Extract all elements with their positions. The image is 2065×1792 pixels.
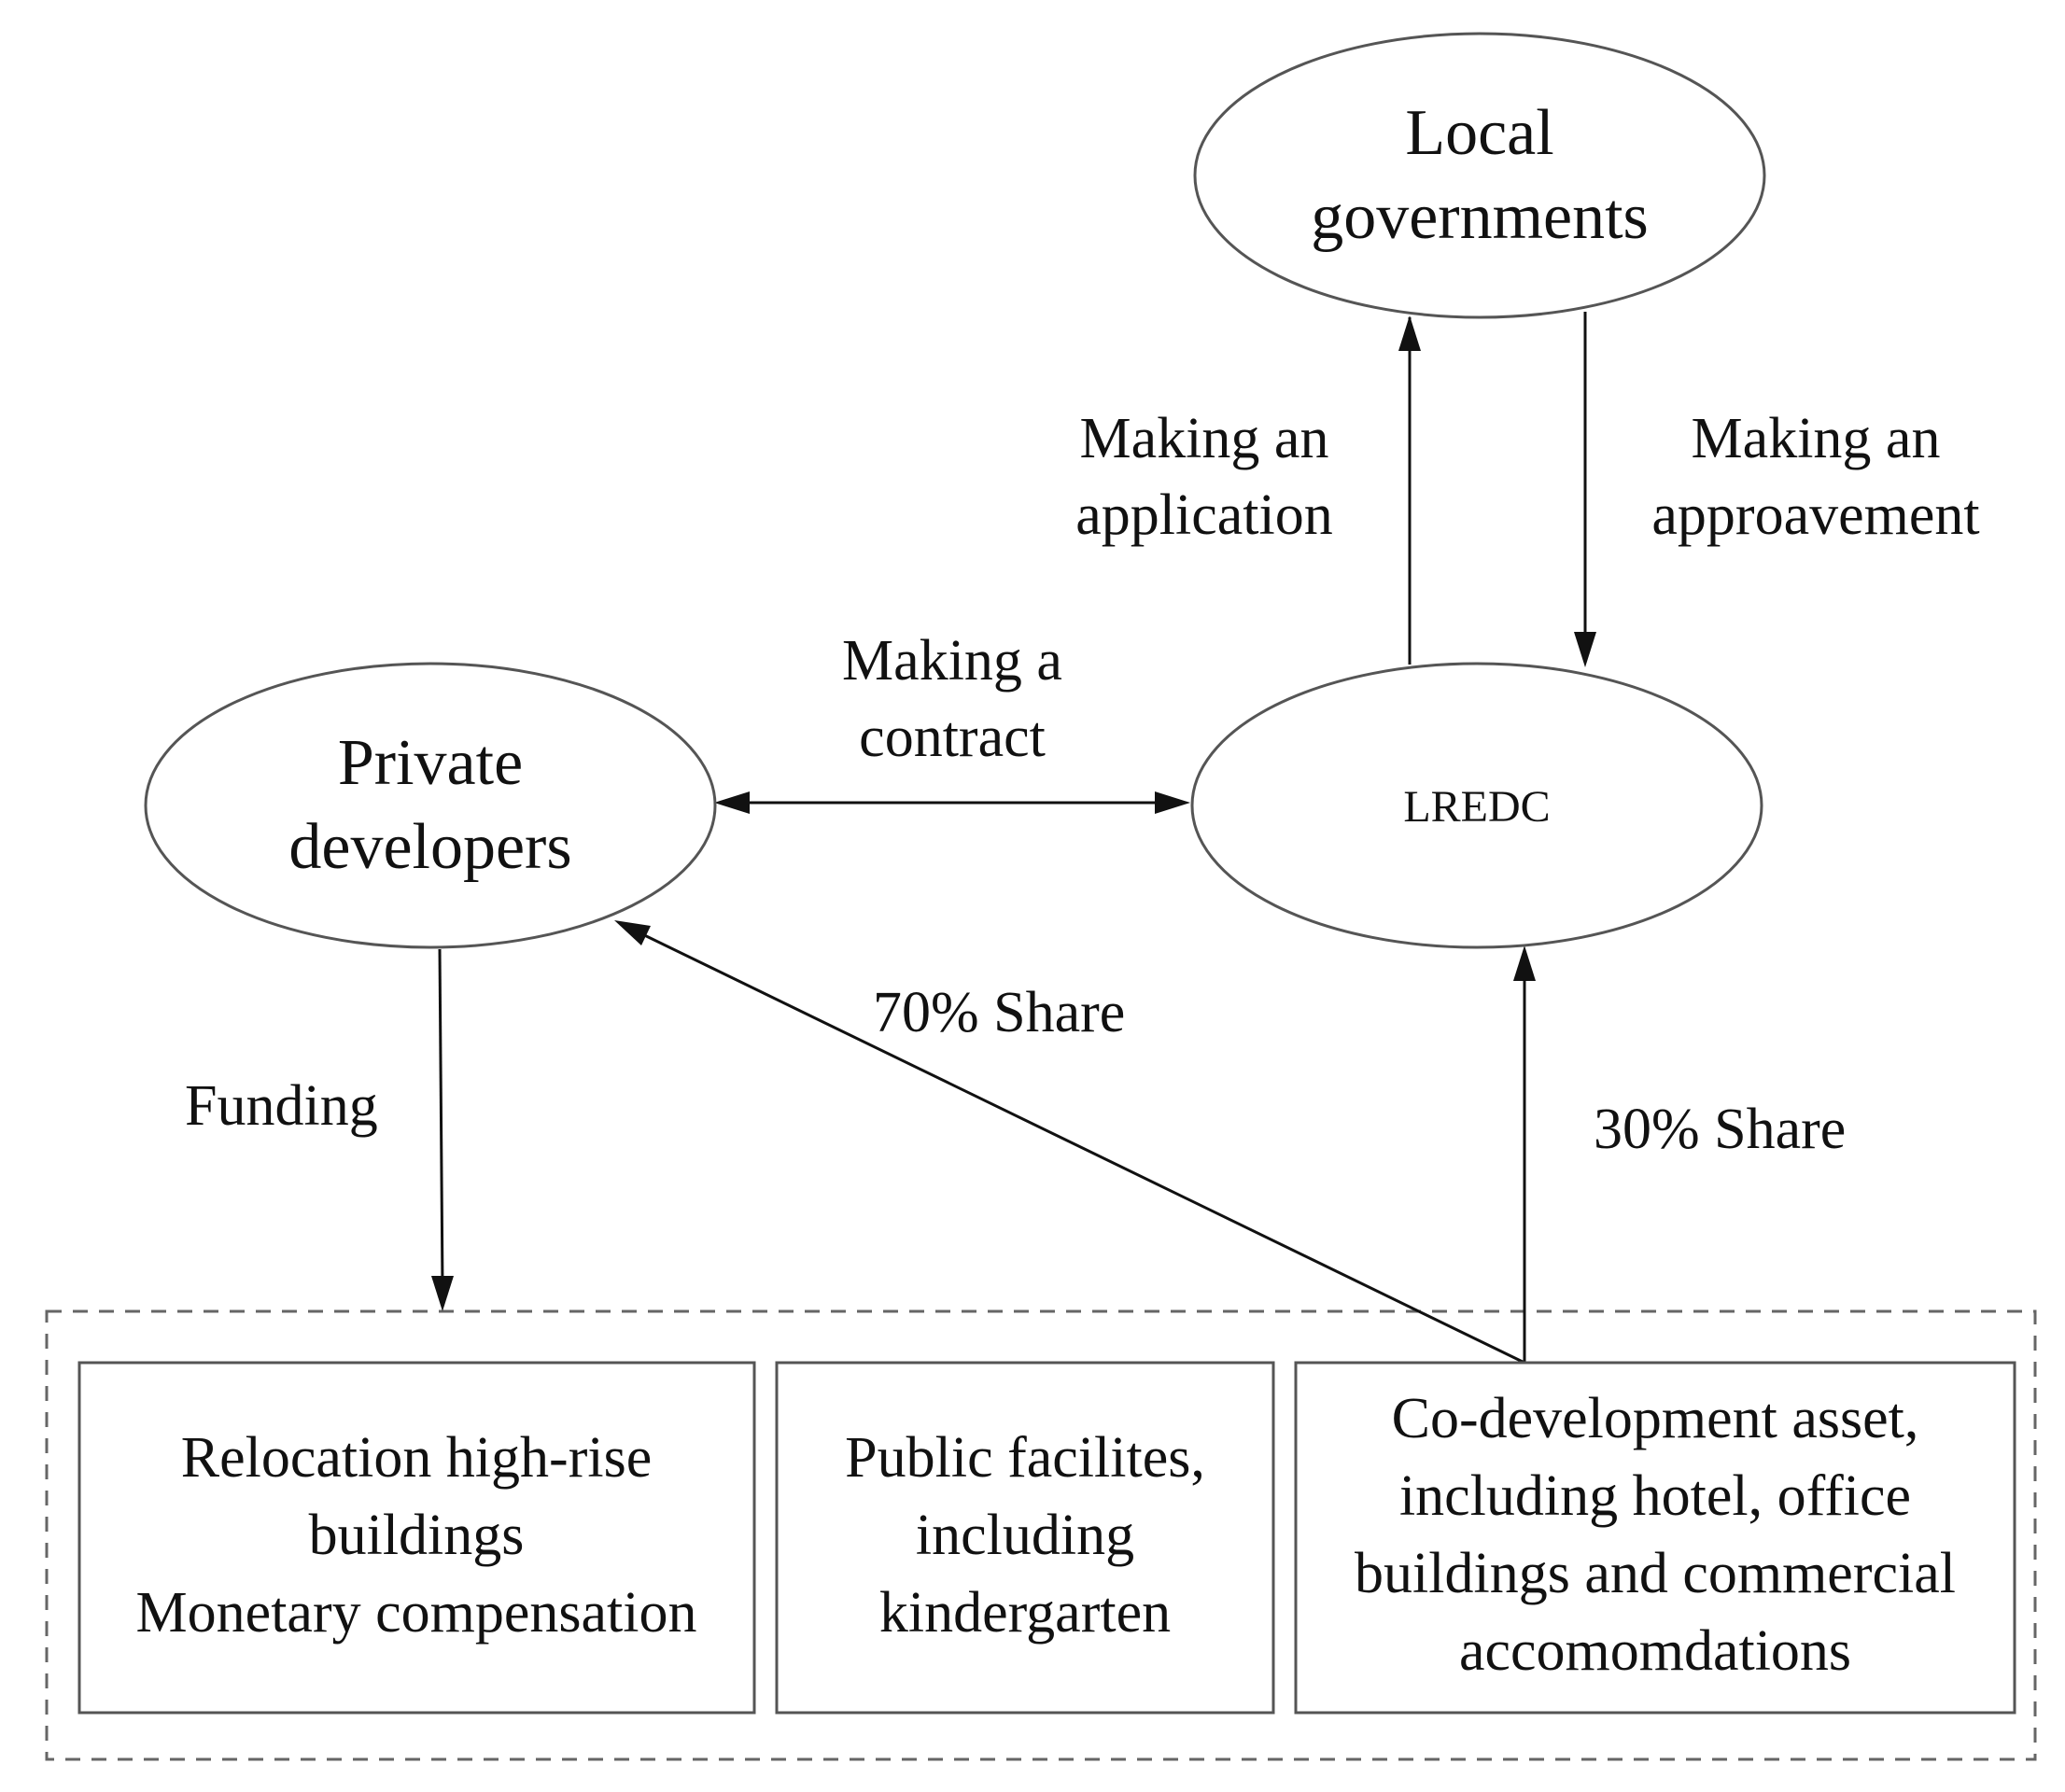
co-development-line-1: Co-development asset, bbox=[1392, 1387, 1919, 1450]
approvement-label-1: Making an bbox=[1692, 407, 1941, 470]
lredc-node: LREDC bbox=[1190, 662, 1763, 949]
co-development-line-3: buildings and commercial bbox=[1355, 1542, 1956, 1605]
public-facilities-line-3: kindergarten bbox=[879, 1581, 1171, 1645]
relocation-line-2: buildings bbox=[309, 1504, 525, 1567]
relocation-box: Relocation high-rise buildings Monetary … bbox=[77, 1361, 756, 1715]
application-arrowhead bbox=[1398, 315, 1421, 351]
funding-label: Funding bbox=[185, 1074, 378, 1138]
public-facilities-line-2: including bbox=[916, 1504, 1134, 1567]
share-70-arrowhead bbox=[614, 920, 651, 945]
contract-arrowhead-left bbox=[714, 791, 750, 814]
share-70-label: 70% Share bbox=[873, 981, 1125, 1044]
share-70-arrow bbox=[634, 929, 1525, 1365]
public-facilities-box: Public facilites, including kindergarten bbox=[775, 1361, 1275, 1715]
local-governments-label-2: governments bbox=[1311, 181, 1649, 253]
public-facilities-line-1: Public facilites, bbox=[845, 1426, 1205, 1490]
co-development-line-2: including hotel, office bbox=[1399, 1464, 1911, 1528]
contract-arrowhead-right bbox=[1155, 791, 1190, 814]
relocation-line-1: Relocation high-rise bbox=[181, 1426, 652, 1490]
approvement-arrowhead bbox=[1574, 632, 1596, 667]
contract-label-1: Making a bbox=[842, 629, 1062, 693]
private-developers-label-2: developers bbox=[288, 811, 571, 883]
approvement-label-2: approavement bbox=[1651, 483, 1979, 547]
funding-arrow bbox=[438, 948, 444, 1289]
share-30-label: 30% Share bbox=[1594, 1098, 1846, 1161]
co-development-line-4: accomomdations bbox=[1459, 1619, 1851, 1683]
funding-arrowhead bbox=[431, 1276, 454, 1311]
share-30-arrowhead bbox=[1513, 945, 1536, 981]
contract-label-2: contract bbox=[859, 706, 1046, 769]
private-developers-node: Private developers bbox=[144, 662, 717, 949]
private-developers-label-1: Private bbox=[338, 727, 523, 799]
application-label-2: application bbox=[1075, 483, 1332, 547]
asset-group-container bbox=[45, 1309, 2037, 1761]
local-governments-node: Local governments bbox=[1193, 32, 1766, 319]
application-label-1: Making an bbox=[1080, 407, 1329, 470]
relocation-line-3: Monetary compensation bbox=[136, 1581, 697, 1645]
lredc-label: LREDC bbox=[1403, 782, 1550, 832]
co-development-box: Co-development asset, including hotel, o… bbox=[1294, 1361, 2016, 1715]
local-governments-label-1: Local bbox=[1405, 97, 1553, 169]
